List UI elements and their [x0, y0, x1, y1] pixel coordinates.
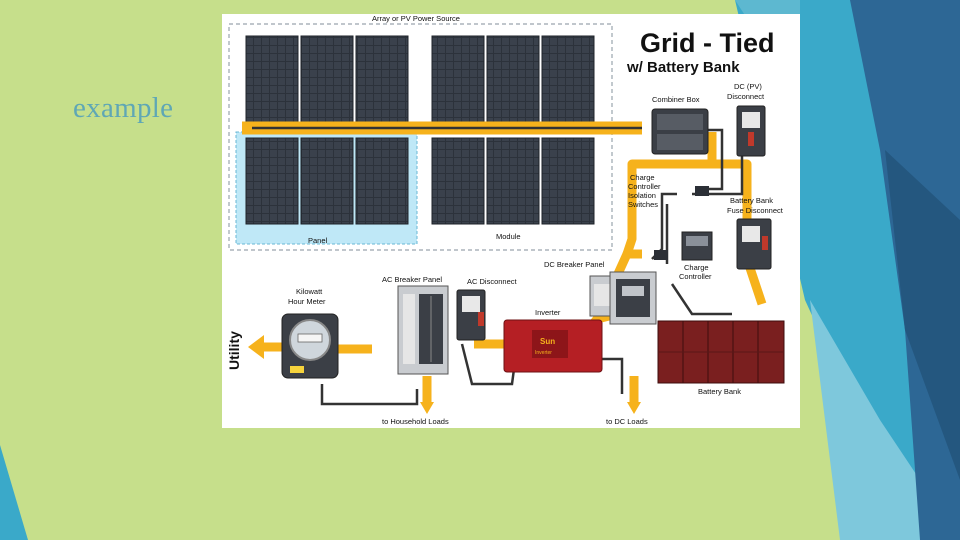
- kilowatt-hour-meter: [281, 313, 339, 379]
- wire-paths: [242, 121, 767, 402]
- battery-fuse-disconnect: [736, 218, 772, 270]
- label-kilowatt-1: Kilowatt: [296, 287, 323, 296]
- isolation-switch-box-2: [654, 250, 668, 260]
- label-dc-disconnect-2: Disconnect: [727, 92, 765, 101]
- ac-breaker-panel: [397, 285, 449, 375]
- ac-disconnect: [456, 289, 486, 341]
- label-charge-controller-2: Controller: [679, 272, 712, 281]
- battery-bank: [657, 320, 785, 384]
- label-combiner-box: Combiner Box: [652, 95, 700, 104]
- inverter: Sun Inverter: [503, 319, 603, 373]
- inverter-brand-sub: Inverter: [535, 350, 552, 356]
- label-charge-iso-2: Controller: [628, 182, 661, 191]
- label-panel: Panel: [308, 236, 328, 245]
- label-household-loads: to Household Loads: [382, 417, 449, 426]
- combiner-box: [651, 108, 709, 155]
- label-charge-controller-1: Charge: [684, 263, 709, 272]
- label-battery-bank: Battery Bank: [698, 387, 741, 396]
- label-ac-breaker-panel: AC Breaker Panel: [382, 275, 442, 284]
- label-battery-fuse-2: Fuse Disconnect: [727, 206, 784, 215]
- diagram-subheading: w/ Battery Bank: [626, 59, 740, 76]
- diagram-heading: Grid - Tied: [640, 28, 775, 58]
- label-array: Array or PV Power Source: [372, 14, 460, 23]
- label-charge-iso-3: Isolation: [628, 191, 656, 200]
- label-battery-fuse-1: Battery Bank: [730, 196, 773, 205]
- dc-pv-disconnect: [736, 105, 766, 157]
- dc-loads-arrow: [627, 402, 641, 414]
- inverter-brand: Sun: [540, 337, 555, 346]
- grid-tied-diagram: Sun Inverter Grid - Tied w/ Battery Bank…: [222, 14, 800, 428]
- label-dc-breaker-panel: DC Breaker Panel: [544, 260, 605, 269]
- label-inverter: Inverter: [535, 308, 561, 317]
- household-arrow: [420, 402, 434, 414]
- label-dc-disconnect-1: DC (PV): [734, 82, 762, 91]
- label-charge-iso-4: Switches: [628, 200, 658, 209]
- label-dc-loads: to DC Loads: [606, 417, 648, 426]
- label-module: Module: [496, 232, 521, 241]
- label-charge-iso-1: Charge: [630, 173, 655, 182]
- isolation-switch-box: [695, 186, 709, 196]
- label-ac-disconnect: AC Disconnect: [467, 277, 518, 286]
- pv-modules: [245, 35, 595, 225]
- dc-breaker-panel: [589, 271, 657, 325]
- slide-title: example: [73, 92, 174, 124]
- label-kilowatt-2: Hour Meter: [288, 297, 326, 306]
- charge-controller: [681, 231, 713, 261]
- utility-arrow: [248, 335, 264, 359]
- label-utility: Utility: [226, 331, 242, 370]
